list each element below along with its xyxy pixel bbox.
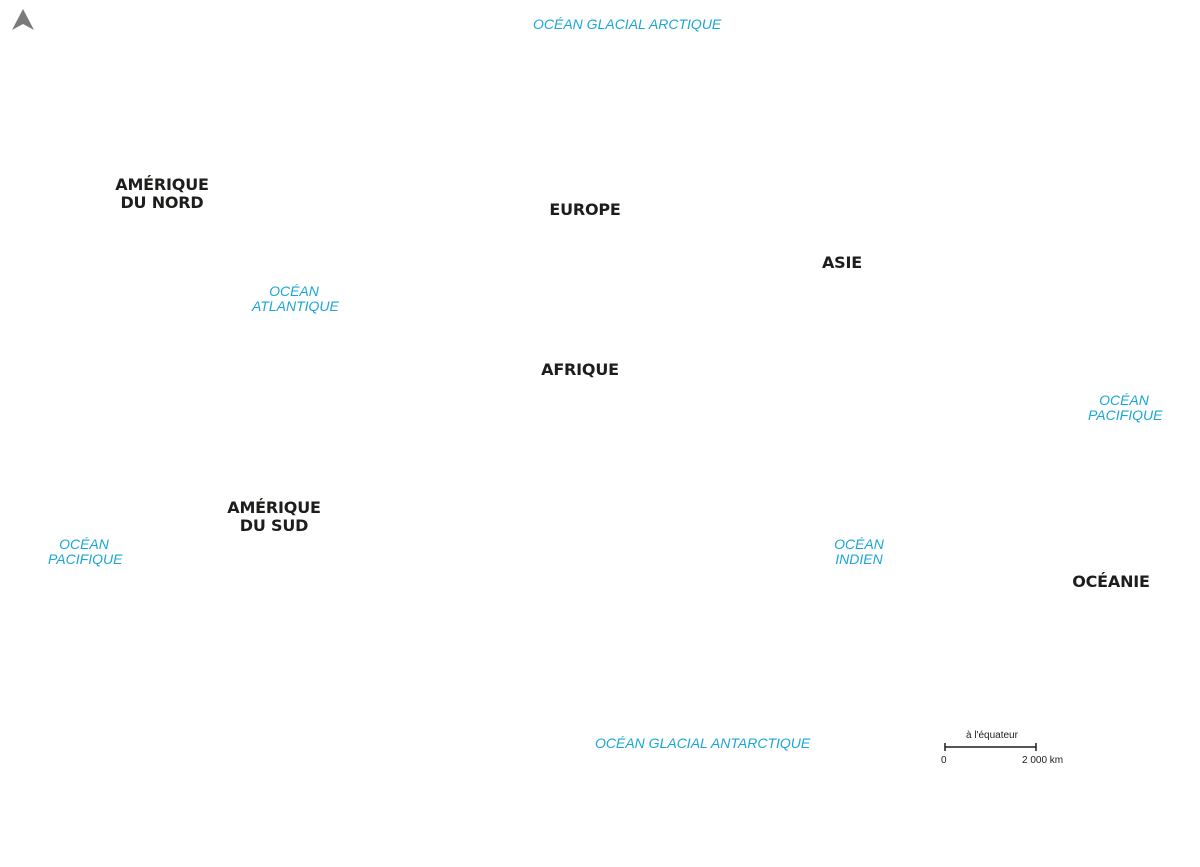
ocean-label-indian: OCÉAN INDIEN <box>834 536 884 567</box>
ocean-label-antarctic: OCÉAN GLACIAL ANTARCTIQUE <box>595 735 811 751</box>
continent-label-asia: ASIE <box>822 253 862 272</box>
ocean-label-pacific-east: OCÉAN PACIFIQUE <box>1088 392 1163 423</box>
scale-min-label: 0 <box>941 755 947 766</box>
continent-label-africa: AFRIQUE <box>541 360 619 379</box>
scale-bar-line <box>944 743 1037 751</box>
scale-bar: à l'équateur 0 2 000 km <box>940 728 1080 768</box>
ocean-label-atlantic: OCÉAN ATLANTIQUE <box>252 283 339 314</box>
north-arrow-icon: N <box>10 8 36 38</box>
continent-label-europe: EUROPE <box>549 200 621 219</box>
continent-label-south-america: AMÉRIQUE DU SUD <box>227 498 321 535</box>
north-arrow-letter: N <box>19 26 27 38</box>
continent-label-oceania: OCÉANIE <box>1072 572 1150 591</box>
scale-max-label: 2 000 km <box>1022 755 1064 766</box>
scale-caption: à l'équateur <box>966 730 1018 741</box>
continent-label-north-america: AMÉRIQUE DU NORD <box>115 175 209 212</box>
ocean-label-arctic: OCÉAN GLACIAL ARCTIQUE <box>533 16 722 32</box>
ocean-label-pacific-west: OCÉAN PACIFIQUE <box>48 536 123 567</box>
